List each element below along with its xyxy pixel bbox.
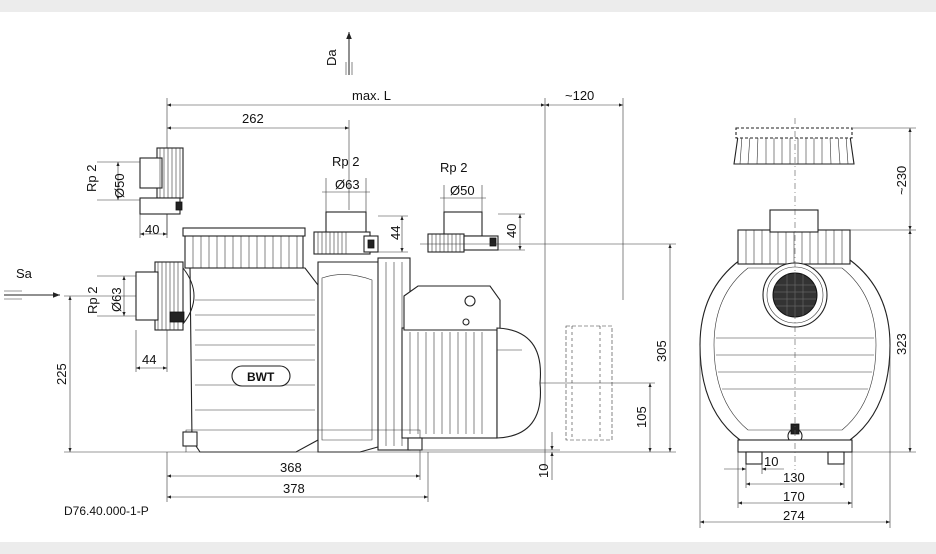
dim-10v-label: 10 xyxy=(536,464,551,478)
dim-120-label: ~120 xyxy=(565,88,594,103)
union-fitting-50-middle xyxy=(427,185,525,253)
rp2-label-c: Rp 2 xyxy=(440,160,467,175)
suction-dims xyxy=(64,275,186,453)
suction-arrow xyxy=(4,290,60,300)
dim-130-label: 130 xyxy=(783,470,805,485)
pump-side-view xyxy=(135,211,613,453)
front-view-dims xyxy=(699,127,916,528)
discharge-dims xyxy=(322,178,408,253)
dim-323-label: 323 xyxy=(894,333,909,355)
d63-label-b: Ø63 xyxy=(335,177,360,192)
dim-225-label: 225 xyxy=(54,363,69,385)
d50-label-c: Ø50 xyxy=(450,183,475,198)
d50-label-a: Ø50 xyxy=(112,173,127,198)
rp2-label-a: Rp 2 xyxy=(84,165,99,192)
dim-262-label: 262 xyxy=(242,111,264,126)
side-vertical-dims xyxy=(420,243,676,480)
d40-label-c: 40 xyxy=(504,224,519,238)
dim-274-label: 274 xyxy=(783,508,805,523)
dim-305-label: 305 xyxy=(654,340,669,362)
drawing-code: D76.40.000-1-P xyxy=(64,504,149,518)
dim-120 xyxy=(545,98,624,300)
pump-front-view xyxy=(699,118,891,470)
discharge-arrow xyxy=(345,32,353,75)
dim-230-label: ~230 xyxy=(894,166,909,195)
dim-10h-label: 10 xyxy=(764,454,778,469)
dim-262 xyxy=(167,120,350,210)
bottom-dims xyxy=(166,452,429,502)
technical-drawing: Da Sa max. L ~120 262 xyxy=(4,32,916,528)
d44-label-d: 44 xyxy=(142,352,156,367)
discharge-label: Da xyxy=(324,49,339,66)
dim-368-label: 368 xyxy=(280,460,302,475)
dim-378-label: 378 xyxy=(283,481,305,496)
brand-badge: BWT xyxy=(247,370,275,384)
dim-105-label: 105 xyxy=(634,406,649,428)
union-fitting-50-left xyxy=(97,147,184,238)
rp2-label-b: Rp 2 xyxy=(332,154,359,169)
d40-label-a: 40 xyxy=(145,222,159,237)
dim-170-label: 170 xyxy=(783,489,805,504)
rp2-label-d: Rp 2 xyxy=(85,287,100,314)
d44-label-b: 44 xyxy=(388,226,403,240)
d63-label-d: Ø63 xyxy=(109,287,124,312)
drawing-sheet: Da Sa max. L ~120 262 xyxy=(0,12,936,542)
dim-max-l-label: max. L xyxy=(352,88,391,103)
suction-label: Sa xyxy=(16,266,33,281)
